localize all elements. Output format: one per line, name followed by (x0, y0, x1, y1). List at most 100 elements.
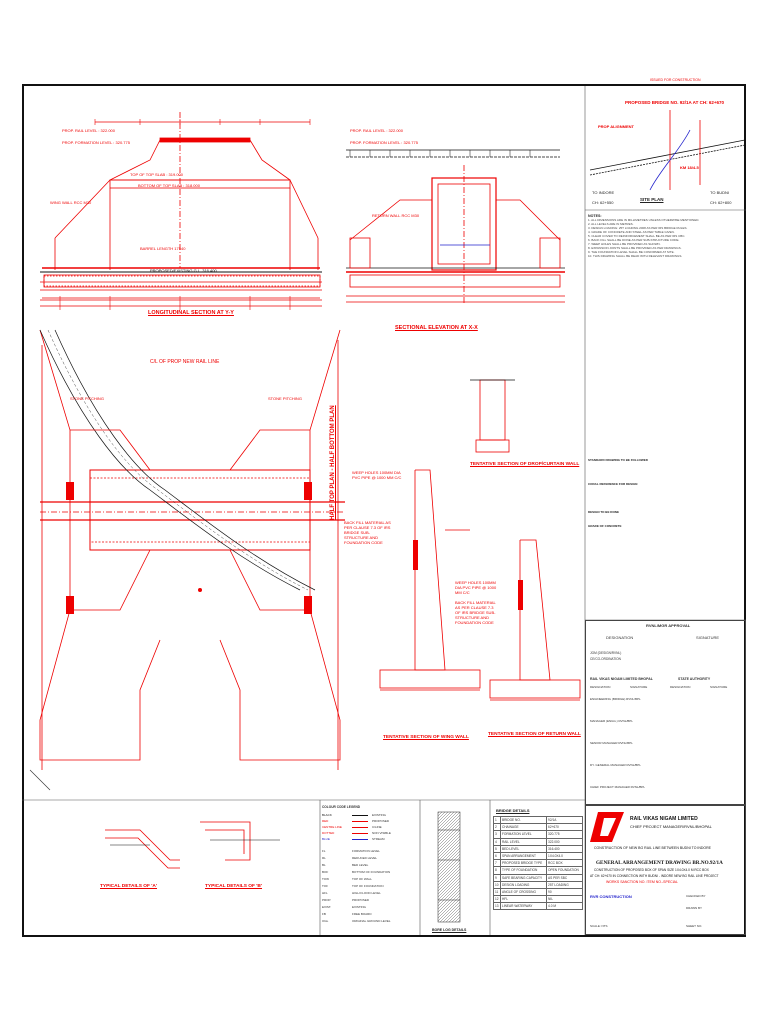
approval-col-signature: SIGNATURE (696, 635, 720, 640)
table-cell: 6 (493, 851, 501, 861)
label-site-brief: PROPOSED BRIDGE NO. 92/1A AT CH: 62+670 (625, 100, 724, 105)
standards-heading: STANDARD DRAWING TO BE FOLLOWED (588, 458, 648, 462)
approval-col-designation: DESIGNATION (606, 635, 634, 640)
note-item: 5. CLEAR COVER TO REINFORCEMENT SHALL BE… (588, 234, 686, 238)
table-cell: 92/1A (546, 815, 583, 825)
table-cell: TYPE OF FOUNDATION (499, 866, 548, 875)
works-sanction: WORKS SANCTION NO. ITEM NO.-SPECIAL (606, 880, 678, 884)
table-cell: 7 (493, 859, 501, 868)
table-cell: 13 (493, 902, 501, 911)
note-item: 2. ALL LEVELS ARE IN METRES. (588, 222, 634, 226)
table-cell: 2 (493, 823, 501, 832)
label-back-fill-return: BACK FILL MATERIAL AS PER CLAUSE 7.3 OF … (455, 600, 496, 625)
approval-name: ENGINEERING (BRIDGE) RVNL/BPL (590, 697, 641, 701)
table-cell: HFL (499, 895, 548, 904)
label-cl-rail: C/L OF PROP NEW RAIL LINE (150, 359, 220, 365)
label-wing-wall: WING WALL RCC M30 (50, 200, 92, 205)
note-item: 1. ALL DIMENSIONS ARE IN MILLIMETRES UNL… (588, 218, 700, 222)
approval-name: CHIEF PROJECT MANAGER RVNL/BPL (590, 785, 646, 789)
title-site-plan: SITE PLAN (640, 197, 664, 202)
table-cell: 12 (493, 895, 501, 904)
table-cell: 1 (493, 815, 501, 825)
wing-wall-section (379, 469, 481, 691)
approval-subcol: SIGNATURE (630, 685, 648, 689)
table-cell: RCC BOX (546, 859, 583, 868)
label-to-indore: TO INDORE (592, 190, 615, 195)
label-ch-left: CH: 62+550 (592, 200, 614, 205)
title-return-wall: TENTATIVE SECTION OF RETURN WALL (488, 732, 581, 737)
approval-name: DY. GENERAL MANAGER RVNL/BPL (590, 763, 641, 767)
plan-view (29, 329, 345, 791)
note-item: 3. DESIGN LOADING: 25T LOADING 2008 AS P… (588, 226, 688, 230)
notes-block: NOTES: 1. ALL DIMENSIONS ARE IN MILLIMET… (588, 214, 743, 528)
title-block: RAIL VIKAS NIGAM LIMITED CHIEF PROJECT M… (585, 805, 746, 935)
title-wing-wall: TENTATIVE SECTION OF WING WALL (383, 735, 469, 740)
label-back-fill: BACK FILL MATERIAL AS PER CLAUSE 7.3 OF … (344, 520, 391, 545)
title-longitudinal-section: LONGITUDINAL SECTION AT Y-Y (148, 310, 234, 316)
table-cell: 10 (493, 880, 501, 889)
table-cell: ANGLE OF CROSSING (499, 887, 548, 897)
approval-heading: RVNL/MGR APPROVAL (646, 623, 691, 628)
rvnl-logo (590, 812, 624, 842)
title-sectional-elevation: SECTIONAL ELEVATION AT X-X (395, 325, 478, 331)
table-cell: 9 (493, 873, 501, 882)
table-cell: 5 (493, 844, 501, 853)
table-cell: 4.0 M (546, 902, 583, 911)
table-cell: FORMATION LEVEL (499, 830, 548, 839)
table-cell: BRIDGE NO. (499, 815, 548, 825)
approval-subcol: DESIGNATION (590, 685, 611, 689)
approval-subcol: DESIGNATION (670, 685, 691, 689)
table-cell: LINEAR WATERWAY (499, 902, 548, 911)
design-heading: DESIGN TO BE DONE (588, 510, 619, 514)
table-cell: 1X4.0X4.0 (546, 851, 583, 861)
label-stone-pitching-right: STONE PITCHING (268, 396, 302, 401)
grade-heading: GRADE OF CONCRETE (588, 524, 622, 528)
legend-abbreviation: EXIST.EXISTING (322, 905, 367, 909)
approval-row-2-sub: STATE AUTHORITY (678, 677, 711, 681)
checked-by: CHECKED BY (686, 894, 706, 898)
label-weep-holes: WEEP HOLES 100MM DIA PVC PIPE @ 1000 MM … (352, 470, 402, 480)
sectional-elevation (346, 149, 565, 305)
project-name: CONSTRUCTION OF NEW BG RAIL LINE BETWEEN… (594, 846, 712, 850)
approval-row-1-sub: CE/CO-ORDINATION (590, 657, 621, 661)
sheet-no: SHEET NO. (686, 924, 703, 928)
client-name: RAIL VIKAS NIGAM LIMITED (630, 816, 698, 822)
drawing-sheet (22, 84, 746, 937)
table-cell: RAIL LEVEL (499, 837, 548, 846)
drawn-by: DRAWN BY (686, 906, 703, 910)
return-wall-section (489, 539, 581, 701)
longitudinal-section (40, 112, 322, 310)
note-item: 4. GRADE OF CONCRETE AND STEEL AS PER TA… (588, 230, 675, 234)
title-detail-a: TYPICAL DETAILS OF 'A' (100, 884, 158, 889)
scale: SCALE: NTS (590, 924, 608, 928)
approval-block: RVNL/MGR APPROVAL DESIGNATION SIGNATURE … (585, 620, 746, 805)
table-cell: SPAN ARRANGEMENT (499, 851, 548, 861)
label-bottom-slab: BOTTOM OF TOP SLAB : 318.000 (138, 183, 200, 188)
approval-subcol: SIGNATURE (710, 685, 728, 689)
note-item: 8. EXPANSION JOINTS SHALL BE PROVIDED AS… (588, 246, 682, 250)
table-cell: CHAINAGE (499, 823, 548, 832)
table-cell: 25T LOADING (546, 880, 583, 889)
table-cell: 3 (493, 830, 501, 839)
notes-heading: NOTES: (588, 214, 602, 218)
label-to-budni: TO BUDNI (710, 190, 730, 195)
